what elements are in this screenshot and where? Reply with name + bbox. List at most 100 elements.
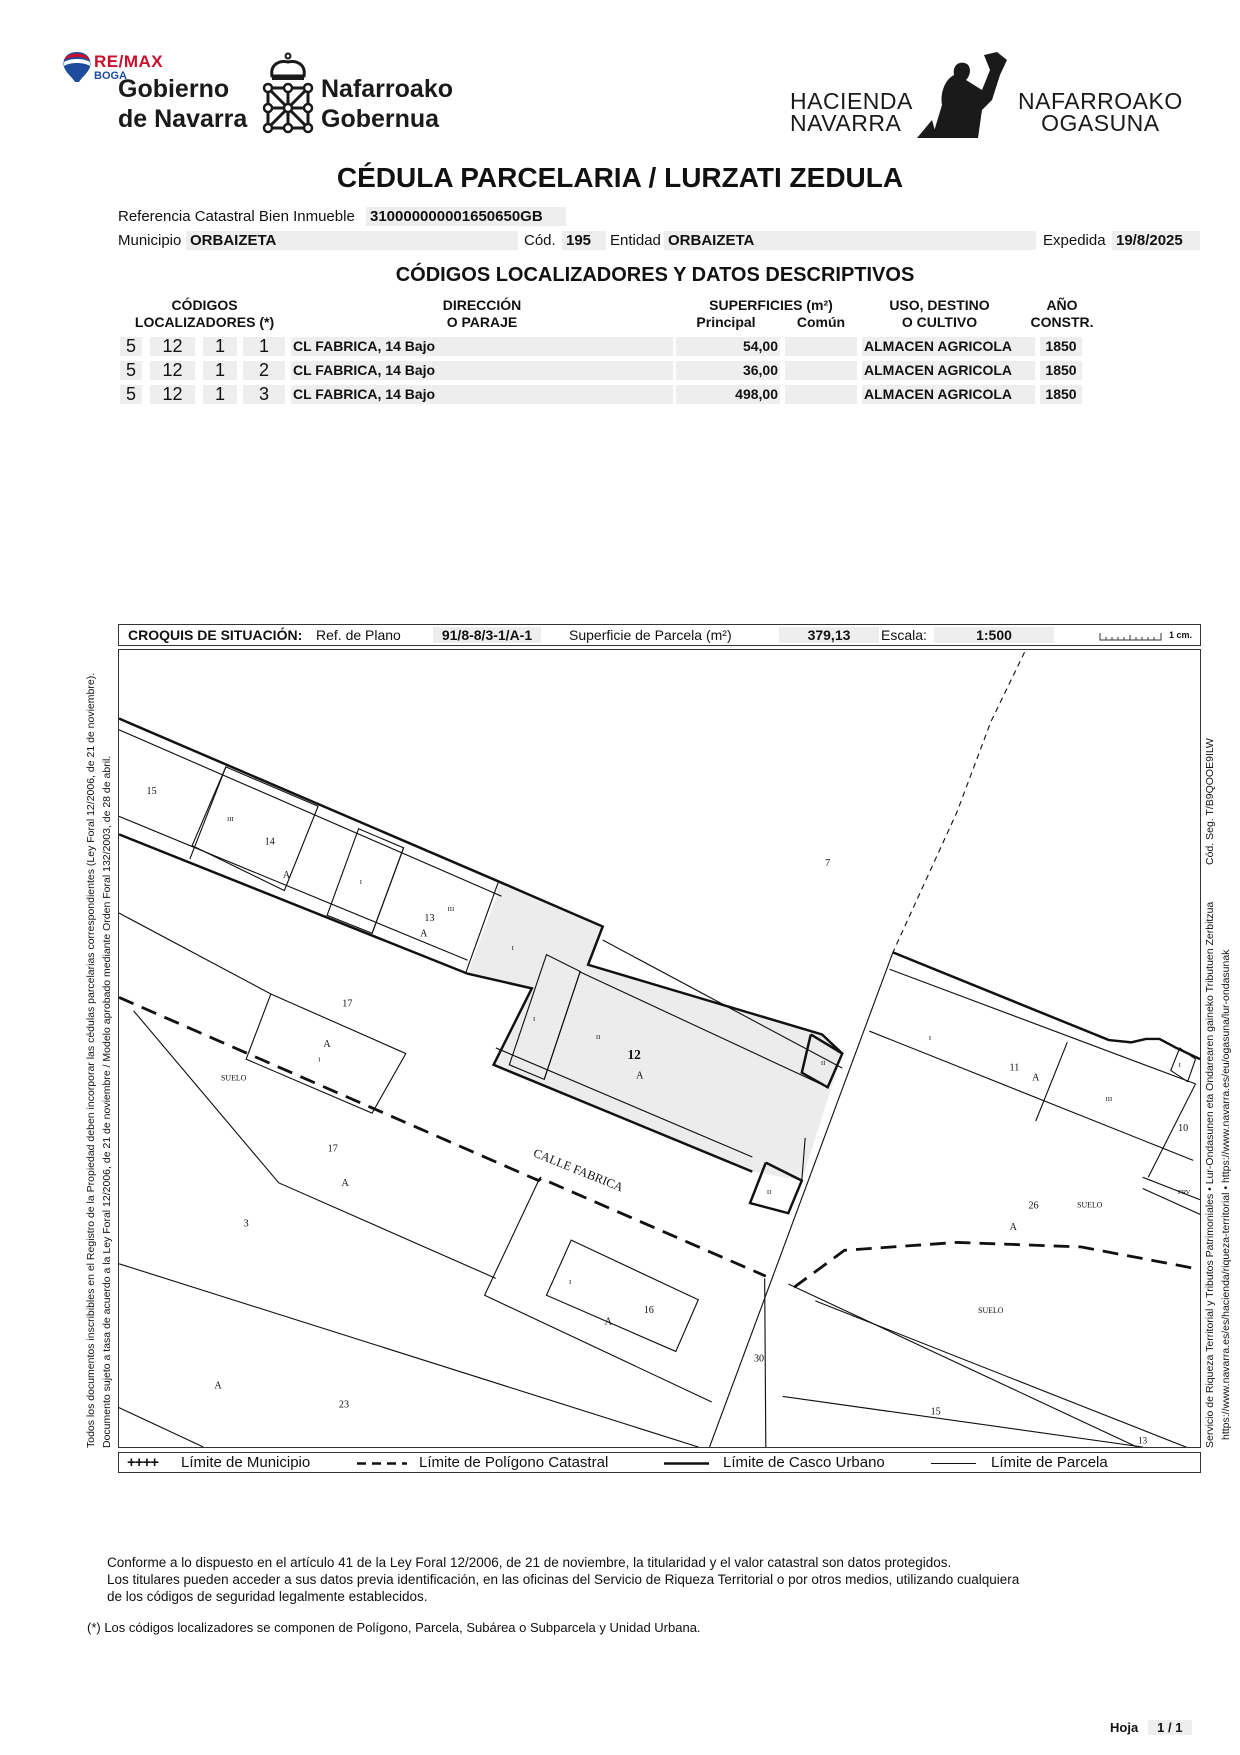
map-label: PRV	[1178, 1189, 1191, 1196]
th-uso: USO, DESTINO O CULTIVO	[862, 297, 1017, 331]
map-label: 16	[644, 1305, 654, 1316]
escala-value: 1:500	[934, 627, 1054, 643]
footnote: (*) Los códigos localizadores se compone…	[87, 1620, 701, 1635]
cell-parcela: 12	[150, 337, 195, 356]
nafarroako-ogasuna-logo-text: NAFARROAKO OGASUNA	[1018, 88, 1183, 136]
hac-eu-line2: OGASUNA	[1041, 110, 1160, 136]
map-label: III	[447, 906, 454, 913]
map-label: 13	[424, 913, 434, 924]
poligono-line-icon	[357, 1462, 407, 1465]
map-drawing: 15 14 13 12 11 10 7 17 17 3 23 16 30 15 …	[119, 652, 1200, 1447]
th-direccion-1: DIRECCIÓN	[442, 297, 522, 313]
cell-uso: ALMACEN AGRICOLA	[862, 385, 1035, 404]
cell-direccion: CL FABRICA, 14 Bajo	[291, 385, 673, 404]
side-note-left-1: Todos los documentos inscribibles en el …	[85, 672, 97, 1448]
th-codigos-1: CÓDIGOS	[171, 297, 238, 313]
hac-eu-line1: NAFARROAKO	[1018, 88, 1183, 114]
hacienda-navarra-logo-text: HACIENDA NAVARRA	[790, 90, 913, 136]
municipio-label: Municipio	[118, 232, 182, 249]
cell-unidad: 1	[243, 337, 285, 356]
hacienda-figure-icon	[917, 52, 1007, 138]
th-direccion-2: O PARAJE	[446, 314, 518, 330]
map-label-suelo: SUELO	[978, 1306, 1004, 1315]
parcela-line-icon	[931, 1463, 976, 1464]
superficie-label: Superficie de Parcela (m²)	[569, 627, 732, 643]
map-label: 17	[328, 1143, 338, 1154]
map-label: 10	[1178, 1123, 1188, 1134]
casco-line-icon	[664, 1462, 709, 1465]
cell-anio: 1850	[1040, 337, 1082, 356]
cell-comun	[785, 337, 857, 356]
side-note-left-2: Documento sujeto a tasa de acuerdo a la …	[101, 755, 113, 1448]
map-label-suelo: SUELO	[1077, 1201, 1103, 1210]
cell-unidad: 3	[243, 385, 285, 404]
side-note-right-1: Servicio de Riqueza Territorial y Tribut…	[1204, 901, 1216, 1448]
section-title: CÓDIGOS LOCALIZADORES Y DATOS DESCRIPTIV…	[395, 264, 915, 286]
map-label: A	[214, 1381, 222, 1392]
map-label: 30	[754, 1354, 764, 1365]
nafa-line2: Gobernua	[321, 105, 440, 133]
cod-value: 195	[562, 231, 606, 250]
map-label: I	[360, 879, 362, 886]
th-anio-1: AÑO	[1046, 297, 1078, 313]
map-legend: ++++ Límite de Municipio Límite de Políg…	[118, 1452, 1201, 1473]
street-name-label: CALLE FABRICA	[531, 1146, 625, 1195]
footer-para2: Los titulares pueden acceder a sus datos…	[107, 1572, 1020, 1587]
remax-logo: RE/MAX BOGA	[62, 50, 172, 90]
gobierno-navarra-logo-text: Gobierno de Navarra	[118, 74, 247, 134]
scale-bar-icon	[1099, 633, 1162, 641]
map-label: II	[767, 1189, 772, 1196]
ref-catastral-value: 310000000001650650GB	[366, 207, 566, 226]
cell-parcela: 12	[150, 385, 195, 404]
map-label: 11	[1010, 1062, 1020, 1073]
remax-sub: BOGA	[94, 70, 127, 82]
cod-label: Cód.	[524, 232, 556, 249]
map-label: I	[533, 1016, 535, 1023]
legend-municipio: Límite de Municipio	[181, 1454, 311, 1471]
escala-label: Escala:	[881, 627, 927, 643]
hoja-value: 1 / 1	[1147, 1720, 1192, 1735]
expedida-value: 19/8/2025	[1112, 231, 1200, 250]
footer-para1: Conforme a lo dispuesto en el artículo 4…	[107, 1555, 952, 1570]
map-label: 3	[244, 1219, 249, 1230]
parcel-12-shaded	[467, 882, 843, 1181]
casco-urbano-line	[119, 833, 753, 1173]
croquis-label: CROQUIS DE SITUACIÓN:	[128, 627, 303, 643]
cell-unidad: 2	[243, 361, 285, 380]
navarra-shield-icon	[262, 52, 314, 134]
cell-principal: 36,00	[676, 361, 780, 380]
th-anio-2: CONSTR.	[1030, 314, 1094, 330]
poligono-catastral-line	[793, 1241, 1200, 1289]
map-label: III	[1106, 1096, 1113, 1103]
map-label: 7	[825, 858, 830, 869]
legend-casco: Límite de Casco Urbano	[723, 1454, 885, 1471]
cell-parcela: 12	[150, 361, 195, 380]
map-label: I	[512, 945, 514, 952]
th-anio: AÑO CONSTR.	[1022, 297, 1102, 331]
map-label: A	[1010, 1222, 1018, 1233]
map-label: II	[821, 1060, 826, 1067]
map-label: III	[227, 816, 234, 823]
casco-urbano-line	[892, 951, 1200, 1061]
cell-uso: ALMACEN AGRICOLA	[862, 361, 1035, 380]
cell-comun	[785, 361, 857, 380]
casco-urbano-line	[748, 1161, 804, 1215]
balloon-icon	[63, 52, 91, 82]
th-uso-1: USO, DESTINO	[889, 297, 990, 313]
hac-line2: NAVARRA	[790, 110, 902, 136]
legend-parcela: Límite de Parcela	[991, 1454, 1108, 1471]
map-label: 15	[147, 786, 157, 797]
map-label: 17	[342, 998, 352, 1009]
map-label: A	[323, 1039, 331, 1050]
map-label: I	[1179, 1062, 1181, 1069]
dashed-line	[892, 652, 1026, 953]
legend-poligono: Límite de Polígono Catastral	[419, 1454, 609, 1471]
legal-footer: Conforme a lo dispuesto en el artículo 4…	[107, 1554, 1157, 1605]
superficie-value: 379,13	[779, 627, 879, 643]
cell-poligono: 5	[120, 337, 142, 356]
cell-subarea: 1	[203, 385, 237, 404]
ref-plano-value: 91/8-8/3-1/A-1	[433, 627, 541, 643]
gob-line1: Gobierno	[118, 75, 230, 103]
expedida-label: Expedida	[1043, 232, 1106, 249]
cell-anio: 1850	[1040, 385, 1082, 404]
